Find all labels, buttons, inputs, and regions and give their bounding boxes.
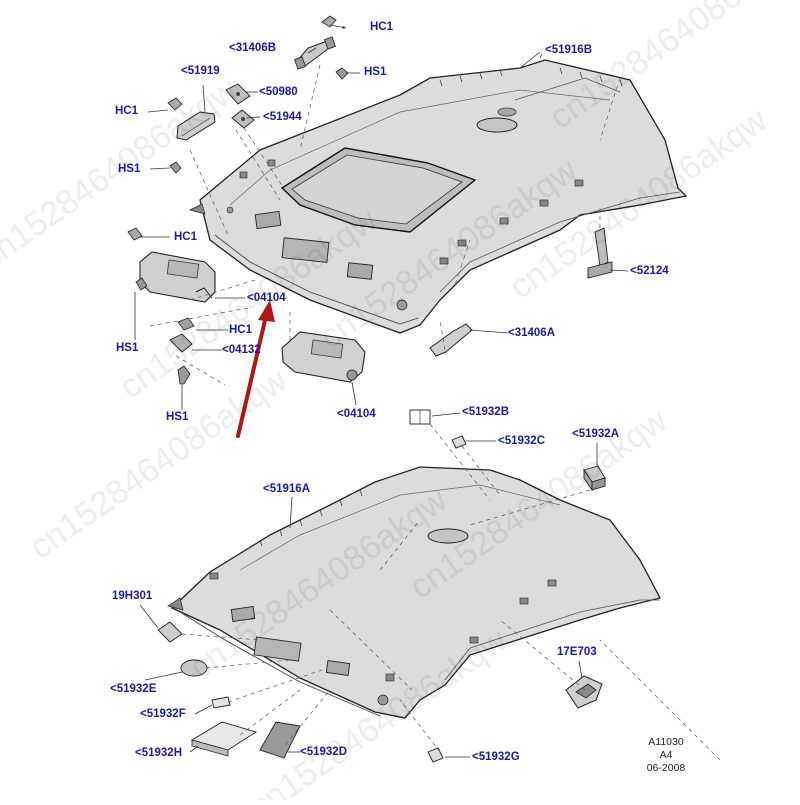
label-51932d: <51932D xyxy=(300,746,347,758)
label-51932h: <51932H xyxy=(135,747,182,759)
label-52124: <52124 xyxy=(630,265,669,277)
pad-51932g xyxy=(427,747,444,763)
drawing-reference: A11030 A4 06-2008 xyxy=(636,736,696,775)
label-04132: <04132 xyxy=(222,344,261,356)
label-51944: <51944 xyxy=(263,111,302,123)
drawing-code: A11030 xyxy=(648,736,684,748)
drawing-size: A4 xyxy=(659,749,673,762)
label-51932f: <51932F xyxy=(140,708,186,720)
label-hc1-left: HC1 xyxy=(115,105,139,117)
label-hs1-top: HS1 xyxy=(364,66,387,78)
label-51932c: <51932C xyxy=(498,435,545,447)
pad-51932c xyxy=(451,435,467,449)
upper-headliner-panel xyxy=(189,59,688,334)
bracket-50980 xyxy=(225,83,251,105)
bracket-51944 xyxy=(231,109,255,129)
svg-text:cn1528464086akqw: cn1528464086akqw xyxy=(23,361,294,567)
label-51916a: <51916A xyxy=(263,483,310,495)
lower-headliner-panel xyxy=(167,466,661,719)
label-hs1-b: HS1 xyxy=(166,411,189,423)
label-51932g: <51932G xyxy=(472,751,520,763)
pad-51932a xyxy=(583,465,606,492)
label-hs1-left: HS1 xyxy=(118,163,141,175)
grab-handle-31406b xyxy=(294,15,349,80)
light-17e703 xyxy=(565,675,603,709)
label-hc1-low: HC1 xyxy=(229,324,253,336)
pad-51932h xyxy=(190,721,258,757)
label-hc1-mid: HC1 xyxy=(174,231,198,243)
label-31406a: <31406A xyxy=(508,327,555,339)
label-04104-b: <04104 xyxy=(337,408,376,420)
sun-visor-left xyxy=(127,227,216,303)
bracket-52124 xyxy=(587,227,613,279)
grab-handle-31406a xyxy=(429,323,473,357)
label-hs1-a: HS1 xyxy=(116,342,139,354)
red-pointer-arrow xyxy=(236,300,275,438)
visor-clip-04132 xyxy=(169,317,195,385)
label-51916b: <51916B xyxy=(545,44,592,56)
grab-handle-51919 xyxy=(167,97,216,174)
pad-19h301 xyxy=(157,621,183,643)
label-51932a: <51932A xyxy=(572,428,619,440)
label-04104-a: <04104 xyxy=(247,292,286,304)
label-51932b: <51932B xyxy=(462,406,509,418)
label-50980: <50980 xyxy=(259,86,298,98)
pad-51932d xyxy=(259,721,301,759)
label-51932e: <51932E xyxy=(110,683,157,695)
sun-visor-right xyxy=(281,331,366,383)
label-hc1-top: HC1 xyxy=(370,21,394,33)
label-51919: <51919 xyxy=(181,65,220,77)
label-31406b: <31406B xyxy=(229,42,276,54)
pad-51932b xyxy=(409,409,431,425)
label-17e703: 17E703 xyxy=(557,646,597,658)
label-19h301: 19H301 xyxy=(112,590,153,602)
pad-51932f xyxy=(211,696,231,709)
drawing-date: 06-2008 xyxy=(646,762,686,775)
